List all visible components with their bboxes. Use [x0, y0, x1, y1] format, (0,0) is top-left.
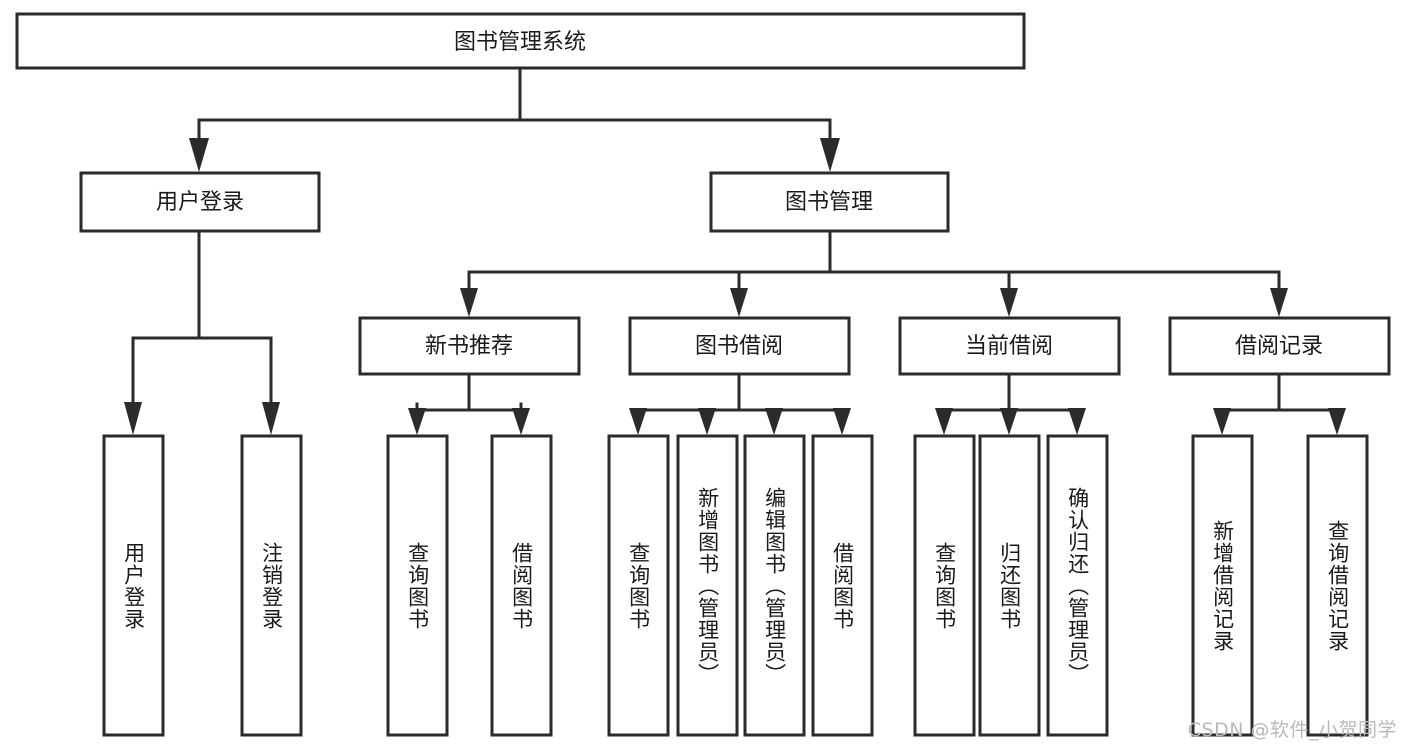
node-user-login[interactable]: 用户登录 [79, 171, 321, 233]
leaf-box-recommend-borrow[interactable] [490, 434, 553, 737]
arrow-recommend-c1 [408, 408, 426, 435]
arrow-borrow-c4 [833, 408, 851, 435]
node-user-login-box[interactable] [79, 171, 321, 233]
node-book-borrow-label: 图书借阅 [695, 334, 783, 359]
node-borrow-record-label: 借阅记录 [1235, 334, 1323, 359]
node-new-book-recommend-box[interactable] [358, 316, 581, 376]
leaf-box-current-return[interactable] [978, 434, 1041, 737]
arrow-borrow-c2 [698, 408, 716, 435]
node-root-book-management-system[interactable]: 图书管理系统 [15, 12, 1026, 70]
node-current-borrow[interactable]: 当前借阅 [898, 316, 1121, 376]
node-book-management[interactable]: 图书管理 [709, 171, 950, 233]
node-book-borrow[interactable]: 图书借阅 [628, 316, 851, 376]
arrow-current-c2 [1000, 408, 1018, 435]
leaf-box-borrow-query[interactable] [607, 434, 670, 737]
arrow-user-login-c2 [262, 402, 280, 435]
arrow-root-to-book-mgmt [820, 138, 840, 172]
connector-layer [124, 66, 1346, 435]
csdn-watermark: CSDN @软件_小贺同学 [1187, 719, 1397, 741]
leaf-box-user-login-login[interactable] [102, 434, 165, 737]
arrow-borrow-c1 [629, 408, 647, 435]
leaf-box-borrow-lend[interactable] [811, 434, 874, 737]
leaf-box-borrow-edit[interactable] [743, 434, 806, 737]
leaf-box-current-confirm[interactable] [1046, 434, 1109, 737]
node-user-login-label: 用户登录 [156, 190, 244, 215]
leaf-box-current-query[interactable] [913, 434, 976, 737]
node-book-management-box[interactable] [709, 171, 950, 233]
arrow-book-mgmt-c2 [730, 288, 748, 317]
leaf-box-borrow-add[interactable] [676, 434, 739, 737]
arrow-recommend-c2 [512, 408, 530, 435]
node-book-borrow-box[interactable] [628, 316, 851, 376]
arrow-current-c1 [935, 408, 953, 435]
node-new-book-recommend-label: 新书推荐 [425, 334, 513, 359]
leaf-box-record-query[interactable] [1306, 434, 1369, 737]
arrow-root-to-user-login [189, 138, 209, 172]
node-book-management-label: 图书管理 [785, 190, 873, 215]
arrow-record-c1 [1213, 408, 1231, 435]
leaf-box-record-add[interactable] [1191, 434, 1254, 737]
node-borrow-record[interactable]: 借阅记录 [1168, 316, 1391, 376]
node-root-label: 图书管理系统 [454, 30, 586, 55]
node-new-book-recommend[interactable]: 新书推荐 [358, 316, 581, 376]
node-borrow-record-box[interactable] [1168, 316, 1391, 376]
node-current-borrow-label: 当前借阅 [965, 334, 1053, 359]
arrow-book-mgmt-c1 [460, 288, 478, 317]
node-root-box[interactable] [15, 12, 1026, 70]
arrow-record-c2 [1328, 408, 1346, 435]
node-current-borrow-box[interactable] [898, 316, 1121, 376]
arrow-book-mgmt-c4 [1270, 288, 1288, 317]
leaf-box-recommend-query[interactable] [386, 434, 449, 737]
arrow-user-login-c1 [124, 402, 142, 435]
arrow-current-c3 [1068, 408, 1086, 435]
arrow-borrow-c3 [765, 408, 783, 435]
leaf-box-user-login-logout[interactable] [240, 434, 303, 737]
arrow-book-mgmt-c3 [1000, 288, 1018, 317]
